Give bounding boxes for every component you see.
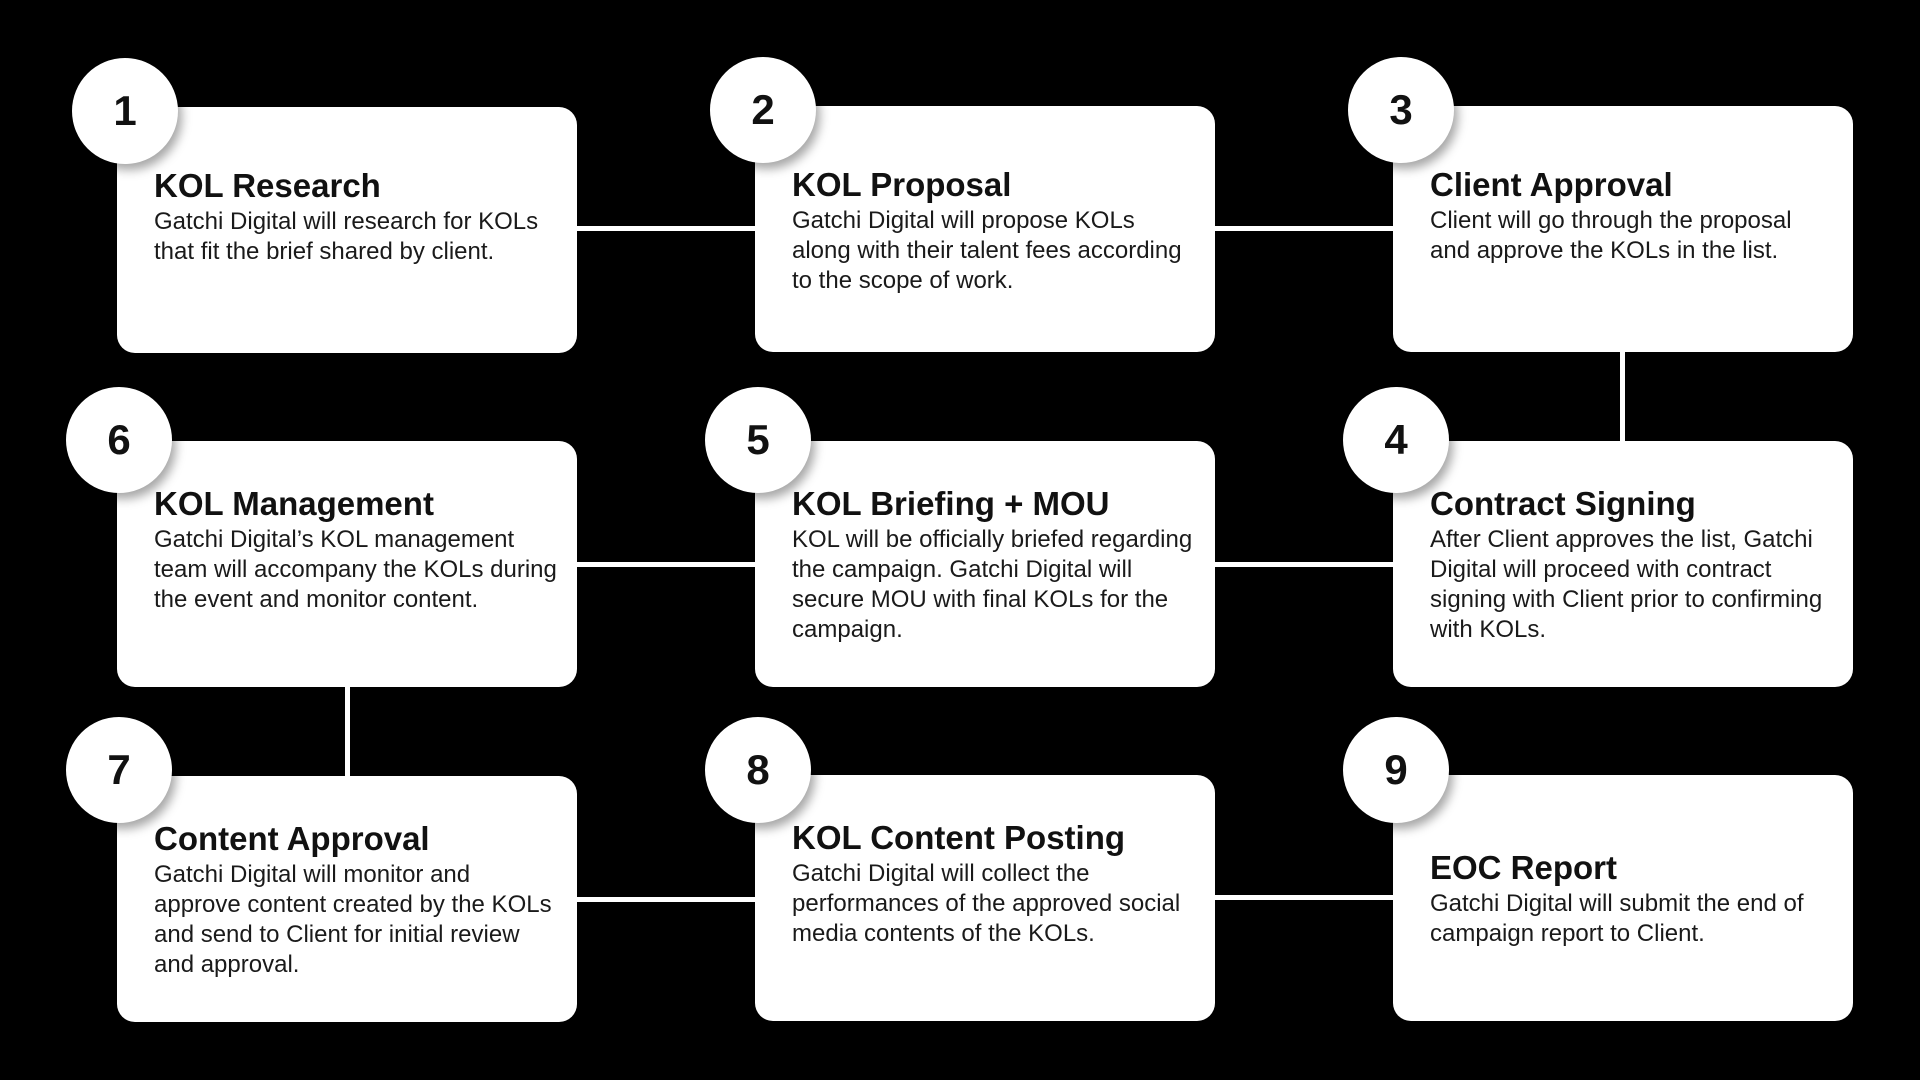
step-description: Gatchi Digital’s KOL management team wil… [154, 526, 557, 613]
step-number-badge-1: 1 [72, 58, 178, 164]
step-number-badge-2: 2 [710, 57, 816, 163]
step-number-badge-5: 5 [705, 387, 811, 493]
step-description: KOL will be officially briefed regarding… [792, 526, 1193, 643]
connector-1-2 [577, 226, 757, 231]
step-card-8: KOL Content Posting Gatchi Digital will … [755, 775, 1215, 1021]
step-title: KOL Proposal [792, 166, 1012, 203]
step-card-9: EOC Report Gatchi Digital will submit th… [1393, 775, 1853, 1021]
step-card-3: Client Approval Client will go through t… [1393, 106, 1853, 352]
step-title: KOL Research [154, 167, 381, 204]
step-description: After Client approves the list, Gatchi D… [1430, 526, 1823, 643]
connector-8-9 [1214, 895, 1394, 900]
step-title: Client Approval [1430, 166, 1673, 203]
connector-7-8 [577, 897, 757, 902]
connector-2-3 [1214, 226, 1394, 231]
step-card-5: KOL Briefing + MOU KOL will be officiall… [755, 441, 1215, 687]
connector-4-5 [1214, 562, 1394, 567]
step-card-7: Content Approval Gatchi Digital will mon… [117, 776, 577, 1022]
step-title: KOL Content Posting [792, 819, 1126, 856]
step-description: Gatchi Digital will submit the end of ca… [1430, 890, 1804, 947]
step-number-badge-3: 3 [1348, 57, 1454, 163]
step-number-badge-7: 7 [66, 717, 172, 823]
step-title: Contract Signing [1430, 485, 1696, 522]
step-description: Gatchi Digital will collect the performa… [792, 860, 1181, 947]
step-card-6: KOL Management Gatchi Digital’s KOL mana… [117, 441, 577, 687]
step-title: Content Approval [154, 820, 430, 857]
step-number-badge-9: 9 [1343, 717, 1449, 823]
connector-3-4 [1620, 350, 1625, 445]
step-title: EOC Report [1430, 849, 1618, 886]
step-card-1: KOL Research Gatchi Digital will researc… [117, 107, 577, 353]
step-description: Gatchi Digital will research for KOLs th… [154, 208, 539, 265]
step-description: Gatchi Digital will monitor and approve … [154, 861, 552, 978]
step-number-badge-8: 8 [705, 717, 811, 823]
connector-5-6 [577, 562, 757, 567]
step-description: Gatchi Digital will propose KOLs along w… [792, 207, 1182, 294]
step-description: Client will go through the proposal and … [1430, 207, 1792, 264]
connector-6-7 [345, 685, 350, 780]
step-card-2: KOL Proposal Gatchi Digital will propose… [755, 106, 1215, 352]
step-title: KOL Briefing + MOU [792, 485, 1110, 522]
step-title: KOL Management [154, 485, 434, 522]
step-number-badge-6: 6 [66, 387, 172, 493]
step-number-badge-4: 4 [1343, 387, 1449, 493]
step-card-4: Contract Signing After Client approves t… [1393, 441, 1853, 687]
